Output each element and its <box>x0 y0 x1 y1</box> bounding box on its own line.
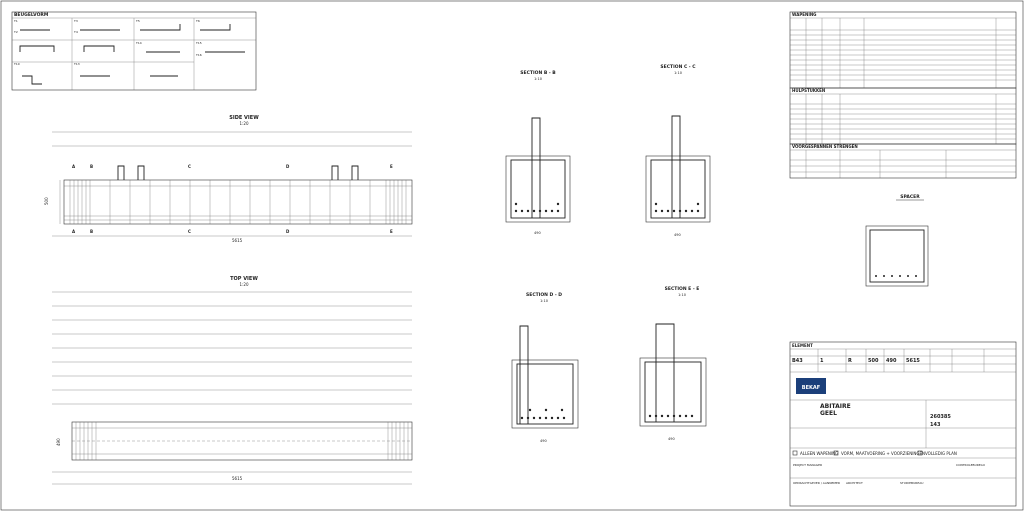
svg-text:WAPENING: WAPENING <box>792 12 816 17</box>
svg-text:HULPSTUKKEN: HULPSTUKKEN <box>792 88 825 93</box>
svg-text:BEKAF: BEKAF <box>802 385 820 391</box>
svg-text:A: A <box>72 229 76 234</box>
svg-text:T15: T15 <box>195 41 202 45</box>
svg-text:B: B <box>90 164 93 169</box>
svg-text:ALLEEN WAPENING: ALLEEN WAPENING <box>800 451 838 456</box>
svg-text:STUDIEBUREAU: STUDIEBUREAU <box>900 481 924 485</box>
section-cc-title: SECTION C - C <box>660 64 696 70</box>
svg-text:1:10: 1:10 <box>678 293 686 297</box>
company-logo <box>796 378 826 394</box>
svg-text:490: 490 <box>534 231 541 235</box>
side-view-section-marks: A B C D E A B C D E <box>72 164 393 234</box>
bending-schedule-title: BEUGELVORM <box>14 12 49 18</box>
svg-text:VOORGESPANNEN STRENGEN: VOORGESPANNEN STRENGEN <box>792 144 858 149</box>
svg-text:490: 490 <box>886 358 897 364</box>
section-cc: SECTION C - C 1:10 490 <box>645 64 711 237</box>
status-checkbox[interactable] <box>792 450 798 456</box>
svg-text:500: 500 <box>868 358 879 364</box>
sheet-number: 143 <box>930 422 941 428</box>
side-view-scale: 1:20 <box>240 121 249 126</box>
svg-text:PROJECT MANAGER: PROJECT MANAGER <box>793 463 822 467</box>
svg-text:1: 1 <box>820 358 824 364</box>
top-view-scale: 1:20 <box>240 282 249 287</box>
svg-text:ARCHITECT: ARCHITECT <box>846 481 863 485</box>
svg-text:E: E <box>390 229 393 234</box>
section-dd-title: SECTION D - D <box>526 292 562 298</box>
side-view-length: 5615 <box>232 238 243 243</box>
svg-text:B: B <box>90 229 93 234</box>
side-view-height: 500 <box>44 197 49 205</box>
footer-labels: PROJECT MANAGER OPDRACHTGEVER / AANNEMER… <box>793 463 985 485</box>
project-name: ABITAIRE <box>820 403 851 410</box>
section-bb-title: SECTION B - B <box>520 70 556 76</box>
svg-text:VORM, MAATVOERING + VOORZIENIN: VORM, MAATVOERING + VOORZIENINGEN <box>841 451 925 456</box>
section-bb: SECTION B - B 1:10 490 <box>505 70 571 235</box>
svg-text:C: C <box>188 164 191 169</box>
title-block: ELEMENT B43 1 R 500 490 5615 BEKAF ABITA… <box>789 341 1017 507</box>
svg-text:490: 490 <box>674 233 681 237</box>
svg-text:1:10: 1:10 <box>540 299 548 303</box>
svg-text:T10: T10 <box>13 62 20 66</box>
svg-text:5615: 5615 <box>906 358 920 364</box>
svg-text:T2: T2 <box>13 30 18 34</box>
table-voorgespannen: VOORGESPANNEN STRENGEN <box>789 143 1017 179</box>
svg-text:T16: T16 <box>195 53 202 57</box>
svg-text:T6: T6 <box>195 19 200 23</box>
element-header: ELEMENT <box>792 343 813 348</box>
svg-text:R: R <box>848 358 852 364</box>
svg-text:T5: T5 <box>135 19 140 23</box>
status-checkbox-checked[interactable] <box>917 450 923 456</box>
svg-text:1:10: 1:10 <box>534 77 542 81</box>
svg-text:T4: T4 <box>73 30 78 34</box>
status-options: ALLEEN WAPENING VORM, MAATVOERING + VOOR… <box>792 450 957 456</box>
svg-text:T3: T3 <box>73 19 78 23</box>
top-view-title: TOP VIEW <box>230 276 258 282</box>
svg-text:D: D <box>286 164 290 169</box>
svg-text:C: C <box>188 229 191 234</box>
svg-text:T13: T13 <box>73 62 80 66</box>
table-hulpstukken: HULPSTUKKEN <box>789 87 1017 145</box>
side-view-title: SIDE VIEW <box>229 115 259 121</box>
svg-text:D: D <box>286 229 290 234</box>
svg-text:CONTROLEBUREAU: CONTROLEBUREAU <box>956 463 985 467</box>
svg-text:B43: B43 <box>792 358 803 364</box>
project-place: GEEL <box>820 410 837 417</box>
drawing-number: 260385 <box>930 414 951 420</box>
side-view: SIDE VIEW 1:20 500 5615 <box>44 115 413 243</box>
svg-text:490: 490 <box>668 437 675 441</box>
svg-text:T14: T14 <box>135 41 142 45</box>
spacer-title: SPACER <box>900 194 920 200</box>
top-view-width: 490 <box>56 438 61 446</box>
spacer-detail: SPACER <box>865 194 929 287</box>
section-ee: SECTION E - E 1:10 490 <box>639 286 707 441</box>
svg-text:A: A <box>72 164 76 169</box>
top-view-length: 5615 <box>232 476 243 481</box>
svg-text:OPDRACHTGEVER / AANNEMER: OPDRACHTGEVER / AANNEMER <box>793 481 840 485</box>
svg-text:VOLLEDIG PLAN: VOLLEDIG PLAN <box>925 451 957 456</box>
section-ee-title: SECTION E - E <box>665 286 700 292</box>
status-checkbox[interactable] <box>833 450 839 456</box>
table-wapening: WAPENING <box>789 11 1017 89</box>
top-view: TOP VIEW 1:20 5615 490 <box>52 276 413 485</box>
element-values: B43 1 R 500 490 5615 <box>792 358 920 364</box>
svg-text:T1: T1 <box>13 19 18 23</box>
svg-text:1:10: 1:10 <box>674 71 682 75</box>
svg-text:490: 490 <box>540 439 547 443</box>
svg-text:E: E <box>390 164 393 169</box>
section-dd: SECTION D - D 1:10 490 <box>511 292 579 443</box>
